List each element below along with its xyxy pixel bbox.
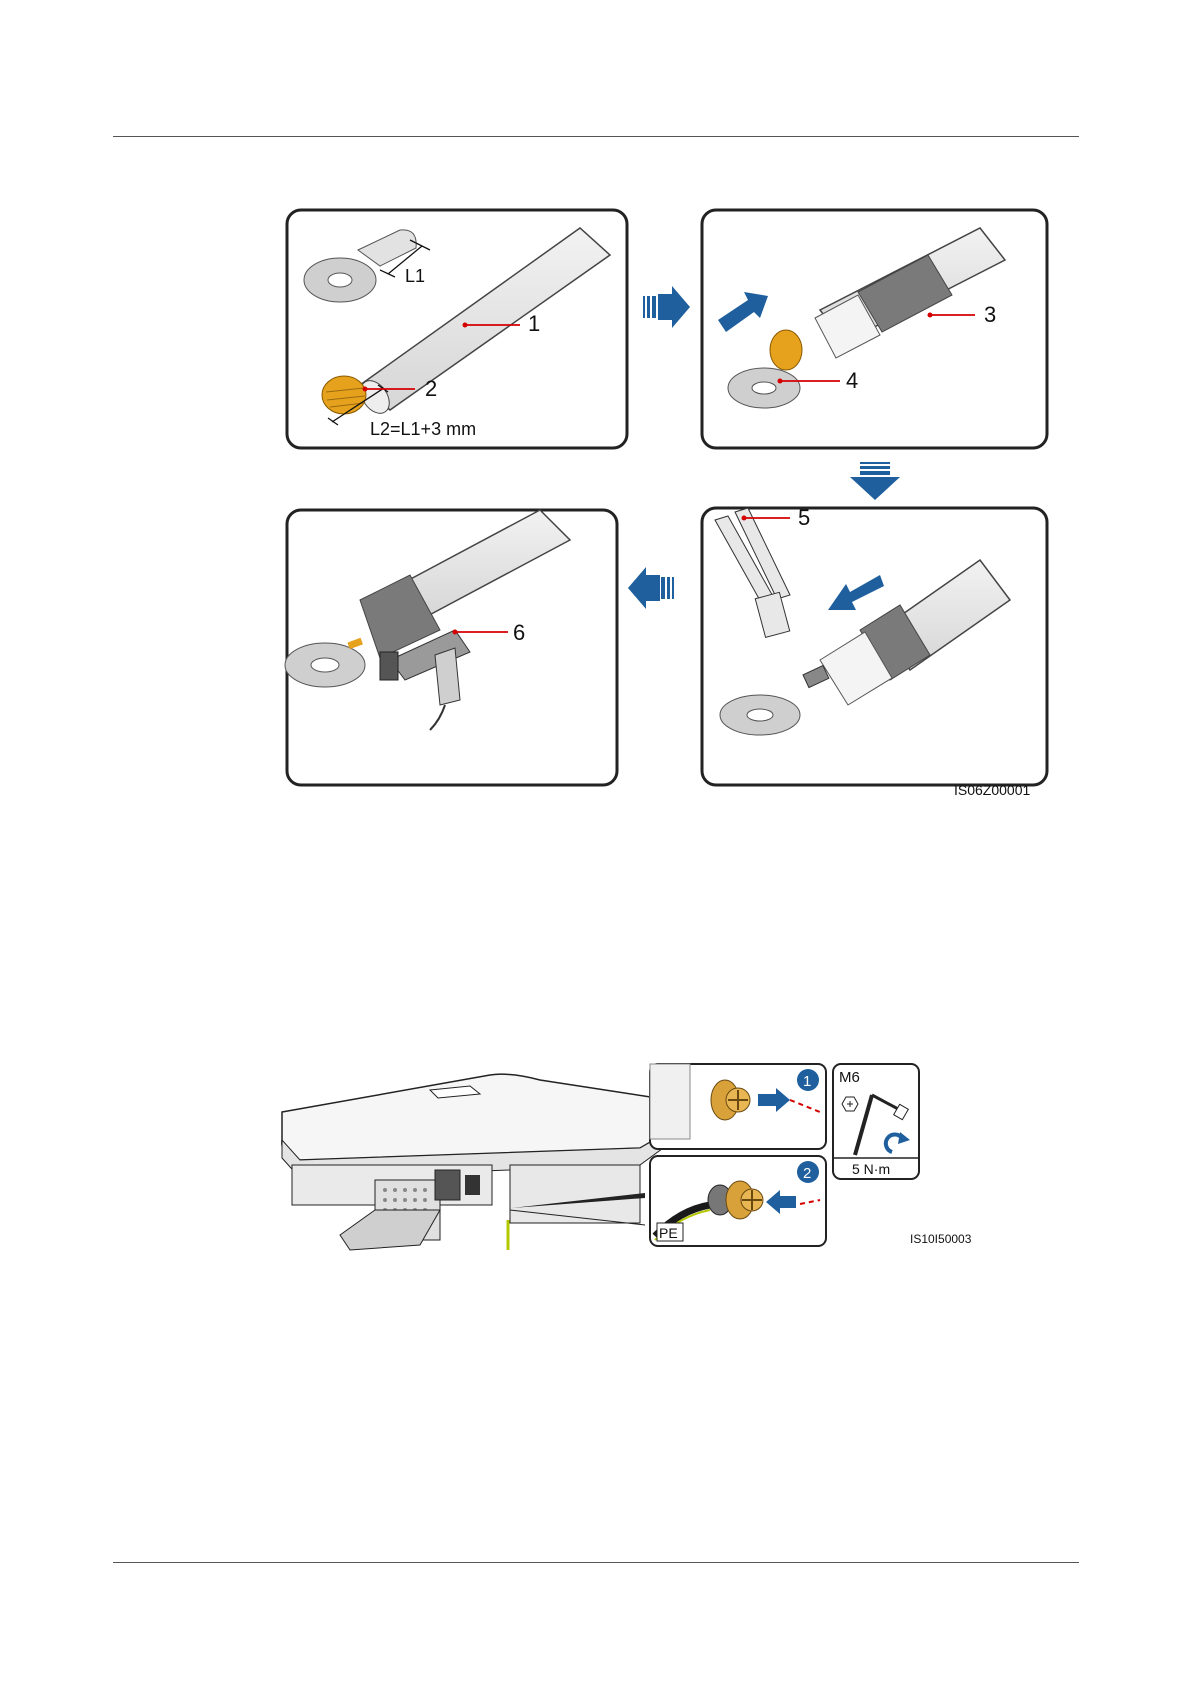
callout-4: 4 bbox=[846, 368, 858, 393]
arrow-left-icon bbox=[628, 567, 674, 609]
stripped-conductor bbox=[322, 376, 366, 414]
figure2-code: IS10I50003 bbox=[910, 1232, 971, 1246]
label-l1: L1 bbox=[405, 266, 425, 286]
footer-rule bbox=[113, 1562, 1079, 1563]
pe-cable-install-figure: 1 2 PE M6 5 N·m bbox=[280, 1060, 970, 1260]
callout-1: 1 bbox=[528, 311, 540, 336]
step-remove-screw: 1 bbox=[650, 1064, 826, 1149]
tool-spec-box: M6 5 N·m bbox=[833, 1064, 919, 1179]
callout-5: 5 bbox=[798, 505, 810, 530]
header-rule bbox=[113, 136, 1079, 137]
label-l2: L2=L1+3 mm bbox=[370, 419, 476, 439]
arrow-right-icon bbox=[643, 286, 690, 328]
panel-crimp: 5 bbox=[702, 505, 1047, 785]
callout-2: 2 bbox=[425, 376, 437, 401]
callout-3: 3 bbox=[984, 302, 996, 327]
inverter-device bbox=[282, 1074, 686, 1250]
step-1-number: 1 bbox=[803, 1073, 811, 1090]
arrow-down-icon bbox=[850, 462, 900, 500]
figure1-code: IS06Z00001 bbox=[954, 782, 1030, 798]
panel-strip-cable: L1 L2=L1+3 mm 1 2 bbox=[287, 210, 627, 448]
crimp-procedure-figure: L1 L2=L1+3 mm 1 2 3 4 bbox=[280, 200, 1060, 810]
torque-value: 5 N·m bbox=[852, 1161, 890, 1177]
step-install-pe: 2 PE bbox=[650, 1156, 826, 1246]
pe-label: PE bbox=[659, 1225, 678, 1241]
panel-insert-terminal: 3 4 bbox=[702, 210, 1047, 448]
screw-size: M6 bbox=[839, 1069, 860, 1086]
step-2-number: 2 bbox=[803, 1165, 811, 1182]
callout-6: 6 bbox=[513, 620, 525, 645]
panel-heat-shrink: 6 bbox=[285, 510, 617, 785]
